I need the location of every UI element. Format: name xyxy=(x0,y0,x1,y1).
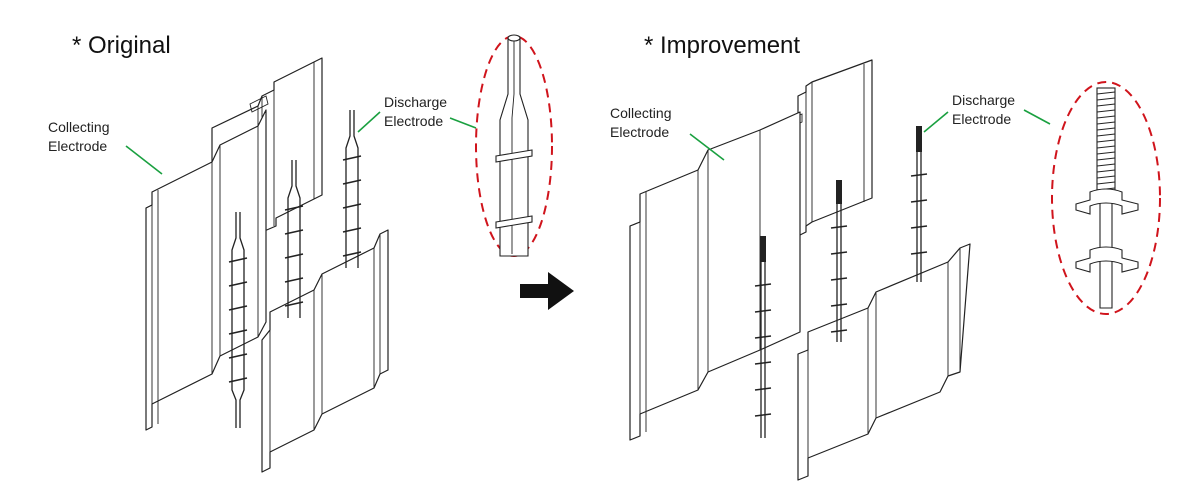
improvement-discharge-electrode-2 xyxy=(830,180,848,342)
right-arrow-icon xyxy=(520,272,574,310)
improvement-detail-zoom xyxy=(1051,81,1161,315)
original-collecting-label-line2: Electrode xyxy=(48,138,108,154)
original-detail-zoom xyxy=(475,34,553,257)
improvement-discharge-label-line1: Discharge xyxy=(952,92,1016,108)
original-collecting-leader xyxy=(125,145,163,175)
improvement-discharge-label-line2: Electrode xyxy=(952,111,1012,127)
improvement-collecting-label: Collecting Electrode xyxy=(610,104,671,142)
improvement-collecting-plate-front xyxy=(797,243,971,481)
improvement-discharge-leader xyxy=(923,111,949,133)
improvement-collecting-label-line1: Collecting xyxy=(610,105,672,121)
original-collecting-plate-front xyxy=(261,229,389,473)
original-discharge-label-line2: Electrode xyxy=(384,113,444,129)
original-zoom-leader xyxy=(449,117,477,129)
original-collecting-plate-main xyxy=(145,109,267,431)
original-collecting-label-line1: Collecting xyxy=(48,119,110,135)
improvement-discharge-label: Discharge Electrode xyxy=(952,91,1015,129)
original-discharge-leader xyxy=(357,111,381,133)
improvement-detail-circle xyxy=(1051,81,1161,315)
original-discharge-label: Discharge Electrode xyxy=(384,93,447,131)
improvement-zoom-leader xyxy=(1023,109,1051,125)
improvement-discharge-electrode-1 xyxy=(754,236,772,438)
original-discharge-electrode-2 xyxy=(284,160,304,318)
original-heading: * Original xyxy=(72,32,171,59)
improvement-discharge-electrode-3 xyxy=(910,126,928,282)
improvement-assembly xyxy=(629,59,1161,481)
original-discharge-label-line1: Discharge xyxy=(384,94,448,110)
improvement-collecting-plate-main xyxy=(629,111,801,441)
original-discharge-electrode-1 xyxy=(228,212,248,428)
original-collecting-label: Collecting Electrode xyxy=(48,118,109,156)
improvement-collecting-label-line2: Electrode xyxy=(610,124,670,140)
original-assembly xyxy=(125,34,553,473)
original-discharge-electrode-3 xyxy=(342,110,362,268)
improvement-heading: * Improvement xyxy=(644,32,801,59)
improvement-collecting-leader xyxy=(689,133,725,161)
